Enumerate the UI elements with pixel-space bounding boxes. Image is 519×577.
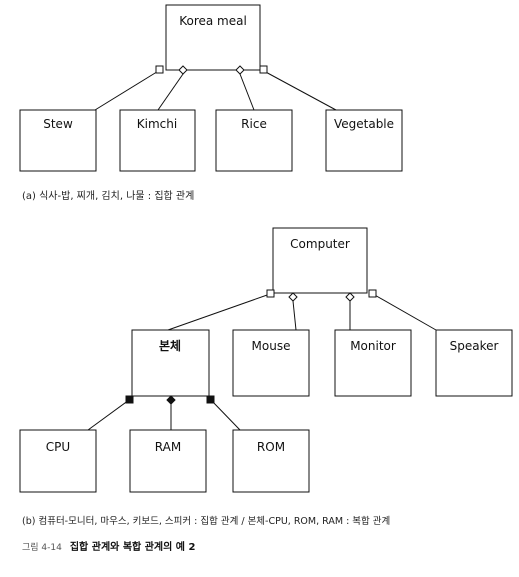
child-box-bonche <box>131 329 210 397</box>
composition-square-cpu <box>125 395 134 404</box>
child-label-speaker: Speaker <box>450 339 499 353</box>
root-label-a: Korea meal <box>179 14 247 28</box>
sub-label-ram: RAM <box>155 440 181 454</box>
composition-square-rom <box>206 395 215 404</box>
connector-vegetable <box>261 69 337 111</box>
connector-bonche <box>167 293 271 331</box>
connector-mouse <box>292 300 297 331</box>
connector-kimchi <box>157 73 184 111</box>
child-label-kimchi: Kimchi <box>137 117 177 131</box>
diagram-b: Computer 본체 Mouse Monitor Speaker CPU RA… <box>19 227 513 493</box>
composition-diamond-ram <box>166 395 176 405</box>
child-label-monitor: Monitor <box>350 339 396 353</box>
figure-caption: 그림 4-14 집합 관계와 복합 관계의 예 2 <box>22 538 195 553</box>
aggregation-square-bonche <box>266 289 275 298</box>
connector-rom <box>210 399 241 431</box>
sub-box-cpu <box>19 429 97 493</box>
child-box-stew <box>19 109 97 172</box>
child-label-vegetable: Vegetable <box>334 117 394 131</box>
markers-a <box>155 65 268 75</box>
connector-cpu <box>87 399 130 431</box>
root-label-b: Computer <box>290 237 350 251</box>
child-box-kimchi <box>119 109 196 172</box>
child-box-monitor <box>334 329 412 397</box>
aggregation-square-stew <box>155 65 164 74</box>
markers-b-composition <box>125 395 215 405</box>
aggregation-square-vegetable <box>259 65 268 74</box>
child-box-vegetable <box>325 109 403 172</box>
child-box-speaker <box>435 329 513 397</box>
connector-stew <box>94 69 161 111</box>
child-label-bonche: 본체 <box>159 338 181 353</box>
aggregation-diamond-monitor <box>345 292 355 302</box>
child-box-mouse <box>232 329 310 397</box>
child-label-stew: Stew <box>43 117 73 131</box>
diagram-a: Korea meal Stew Kimchi Rice Vegetable <box>19 4 403 172</box>
connector-speaker <box>372 293 437 331</box>
child-label-rice: Rice <box>241 117 267 131</box>
sub-box-ram <box>129 429 207 493</box>
root-box-b <box>272 227 368 294</box>
figure-number: 그림 4-14 <box>22 543 62 553</box>
aggregation-square-speaker <box>368 289 377 298</box>
connector-rice <box>239 73 255 111</box>
aggregation-diamond-kimchi <box>178 65 188 75</box>
sub-label-cpu: CPU <box>46 440 70 454</box>
sub-label-rom: ROM <box>257 440 285 454</box>
child-label-mouse: Mouse <box>252 339 291 353</box>
connectors-b <box>87 293 437 431</box>
aggregation-diamond-rice <box>235 65 245 75</box>
child-box-rice <box>215 109 293 172</box>
connectors-a <box>94 69 337 111</box>
caption-b: (b) 컴퓨터-모니터, 마우스, 키보드, 스피커 : 집합 관계 / 본체-… <box>22 516 391 527</box>
figure-title: 집합 관계와 복합 관계의 예 2 <box>69 542 196 553</box>
markers-b-top <box>266 289 377 302</box>
caption-a: (a) 식사-밥, 찌개, 김치, 나물 : 집합 관계 <box>22 191 195 202</box>
root-box-a <box>165 4 261 71</box>
sub-box-rom <box>232 429 310 493</box>
aggregation-diamond-mouse <box>288 292 298 302</box>
